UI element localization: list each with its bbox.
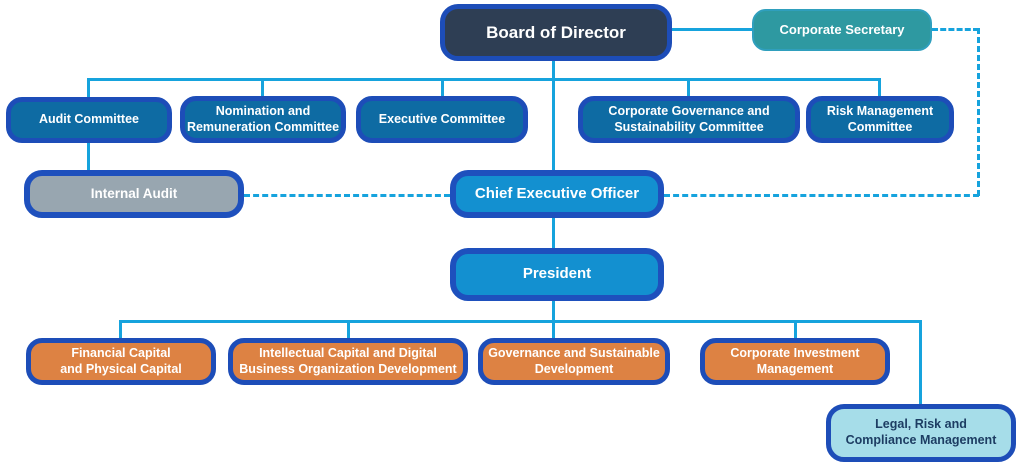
connector-ceo-dashed-right <box>664 194 979 197</box>
node-president-label: President <box>522 265 592 283</box>
node-audit-committee-label: Audit Committee <box>39 112 139 127</box>
connector-audit-to-internal-audit <box>87 143 90 170</box>
node-nomination-remuneration-committee-label: Nomination and Remuneration Committee <box>186 103 340 134</box>
connector-intellectual-drop <box>347 320 350 338</box>
connector-committees-horizontal <box>87 78 880 81</box>
node-risk-management-committee: Risk Management Committee <box>806 96 954 143</box>
node-chief-executive-officer-label: Chief Executive Officer <box>474 184 640 202</box>
node-internal-audit-label: Internal Audit <box>90 185 178 201</box>
node-governance-sustainable-development: Governance and Sustainable Development <box>478 338 670 385</box>
node-governance-sustainable-development-label: Governance and Sustainable Development <box>488 345 660 376</box>
connector-internal-audit-dashed-ceo <box>244 194 450 197</box>
node-intellectual-capital-digital: Intellectual Capital and Digital Busines… <box>228 338 468 385</box>
node-risk-management-committee-label: Risk Management Committee <box>826 103 934 134</box>
node-president: President <box>450 248 664 301</box>
node-audit-committee: Audit Committee <box>6 97 172 143</box>
node-corporate-investment-management-label: Corporate Investment Management <box>730 345 860 376</box>
node-corporate-governance-sustainability-committee-label: Corporate Governance and Sustainability … <box>608 103 770 134</box>
connector-secretary-dashed-right <box>932 28 979 31</box>
connector-board-to-secretary <box>672 28 752 31</box>
node-legal-risk-compliance-management: Legal, Risk and Compliance Management <box>826 404 1016 462</box>
connector-president-drop <box>552 301 555 338</box>
node-legal-risk-compliance-management-label: Legal, Risk and Compliance Management <box>845 417 997 447</box>
node-corporate-secretary-label: Corporate Secretary <box>779 21 905 37</box>
connector-executive-drop <box>441 78 444 96</box>
node-financial-physical-capital-label: Financial Capital and Physical Capital <box>60 345 182 376</box>
node-corporate-investment-management: Corporate Investment Management <box>700 338 890 385</box>
node-corporate-secretary: Corporate Secretary <box>752 9 932 51</box>
node-financial-physical-capital: Financial Capital and Physical Capital <box>26 338 216 385</box>
connector-governance-drop <box>687 78 690 96</box>
connector-legal-drop <box>919 320 922 404</box>
node-intellectual-capital-digital-label: Intellectual Capital and Digital Busines… <box>239 345 457 376</box>
node-chief-executive-officer: Chief Executive Officer <box>450 170 664 218</box>
connector-nomination-drop <box>261 78 264 96</box>
node-corporate-governance-sustainability-committee: Corporate Governance and Sustainability … <box>578 96 800 143</box>
connector-dashed-right-vertical <box>977 28 980 196</box>
connector-audit-drop <box>87 78 90 97</box>
connector-board-to-ceo <box>552 61 555 170</box>
node-board-of-director: Board of Director <box>440 4 672 61</box>
connector-risk-drop <box>878 78 881 96</box>
node-nomination-remuneration-committee: Nomination and Remuneration Committee <box>180 96 346 143</box>
connector-divisions-horizontal <box>120 320 922 323</box>
connector-financial-drop <box>119 320 122 338</box>
node-board-of-director-label: Board of Director <box>486 22 626 42</box>
node-executive-committee: Executive Committee <box>356 96 528 143</box>
node-internal-audit: Internal Audit <box>24 170 244 218</box>
node-executive-committee-label: Executive Committee <box>378 111 506 126</box>
connector-ceo-to-president <box>552 218 555 248</box>
connector-investment-drop <box>794 320 797 338</box>
